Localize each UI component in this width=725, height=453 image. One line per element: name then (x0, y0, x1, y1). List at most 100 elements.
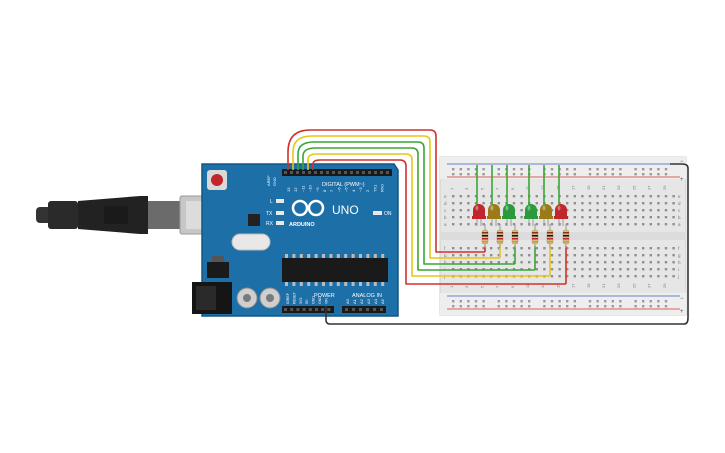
terminal-hole (596, 247, 599, 250)
rail-hole (619, 168, 622, 171)
usb-chip (248, 214, 260, 226)
rail-hole (459, 300, 462, 303)
terminal-hole (528, 254, 531, 257)
terminal-hole (467, 216, 470, 219)
rail-hole (664, 300, 668, 303)
terminal-hole (634, 223, 637, 226)
rail-hole (611, 300, 614, 303)
header-hole (374, 171, 377, 174)
resistor (496, 224, 504, 248)
header-hole (345, 308, 348, 311)
rail-hole (649, 173, 652, 176)
column-label: 29 (662, 283, 667, 288)
header-hole (290, 171, 293, 174)
leds (472, 204, 568, 226)
analog-pin-label: A1 (352, 298, 357, 304)
crystal-oscillator (231, 233, 271, 251)
breadboard: − + − + 11335577991111131315151717191921… (439, 156, 687, 316)
digital-pin-label: ~3 (358, 187, 363, 192)
terminal-hole (672, 254, 675, 257)
terminal-hole (482, 202, 485, 205)
header-hole (315, 308, 318, 311)
terminal-hole (664, 195, 668, 198)
terminal-hole (459, 223, 462, 226)
header-hole (327, 308, 331, 311)
terminal-hole (642, 275, 645, 278)
terminal-hole (474, 223, 478, 226)
rail-hole (611, 173, 614, 176)
rail-hole (657, 168, 660, 171)
resistor (562, 224, 570, 248)
column-label: 21 (601, 185, 606, 190)
column-label: 1 (449, 187, 454, 190)
terminal-hole (573, 195, 576, 198)
rail-hole (467, 168, 470, 171)
rail-hole (642, 305, 645, 308)
column-label: 17 (571, 185, 576, 190)
header-hole (356, 171, 359, 174)
terminal-hole (657, 202, 660, 205)
terminal-hole (482, 195, 485, 198)
rail-hole (482, 300, 485, 303)
terminal-hole (550, 223, 554, 226)
terminal-hole (482, 223, 485, 226)
digital-pin-label: 7 (329, 189, 334, 192)
analog-pin-label: A3 (366, 298, 371, 304)
rail-hole (520, 305, 523, 308)
terminal-hole (588, 254, 592, 257)
terminal-hole (535, 202, 538, 205)
rail-minus-label-bottom: − (680, 296, 684, 302)
column-label: 5 (479, 187, 484, 190)
power-header (282, 306, 334, 313)
terminal-hole (642, 202, 645, 205)
terminal-hole (642, 261, 645, 264)
terminal-hole (588, 223, 592, 226)
terminal-hole (452, 261, 455, 264)
rail-hole (474, 173, 478, 176)
terminal-hole (672, 247, 675, 250)
rail-hole (596, 168, 599, 171)
power-pin-label: GND (312, 296, 316, 304)
digital-header-label: DIGITAL (PWM~) (322, 182, 365, 188)
terminal-hole (649, 275, 652, 278)
terminal-hole (467, 223, 470, 226)
rail-hole (459, 168, 462, 171)
terminal-hole (664, 223, 668, 226)
usb-cable (36, 195, 223, 235)
terminal-hole (642, 195, 645, 198)
rail-hole (604, 305, 607, 308)
terminal-hole (649, 254, 652, 257)
terminal-hole (649, 216, 652, 219)
terminal-hole (581, 216, 584, 219)
terminal-hole (672, 268, 675, 271)
terminal-hole (626, 268, 630, 271)
column-label: 1 (449, 285, 454, 288)
terminal-hole (482, 254, 485, 257)
terminal-hole (672, 209, 675, 212)
power-pin-label: 5V (305, 299, 309, 304)
rail-minus-label-top: − (680, 159, 684, 165)
terminal-hole (520, 202, 523, 205)
rail-hole (566, 300, 569, 303)
terminal-hole (512, 261, 516, 264)
terminal-hole (649, 209, 652, 212)
terminal-hole (543, 261, 546, 264)
column-label: 25 (631, 283, 636, 288)
terminal-hole (452, 247, 455, 250)
wire-red-pin8 (312, 159, 566, 285)
terminal-hole (535, 261, 538, 264)
terminal-hole (558, 223, 561, 226)
rail-hole (505, 300, 508, 303)
terminal-hole (558, 247, 561, 250)
rail-hole (482, 173, 485, 176)
terminal-hole (528, 247, 531, 250)
terminal-hole (634, 275, 637, 278)
terminal-hole (672, 223, 675, 226)
terminal-hole (535, 254, 538, 257)
rail-plus-label-top: + (680, 177, 684, 183)
rail-hole (642, 173, 645, 176)
terminal-hole (467, 195, 470, 198)
rail-hole (452, 305, 455, 308)
header-hole (326, 171, 329, 174)
